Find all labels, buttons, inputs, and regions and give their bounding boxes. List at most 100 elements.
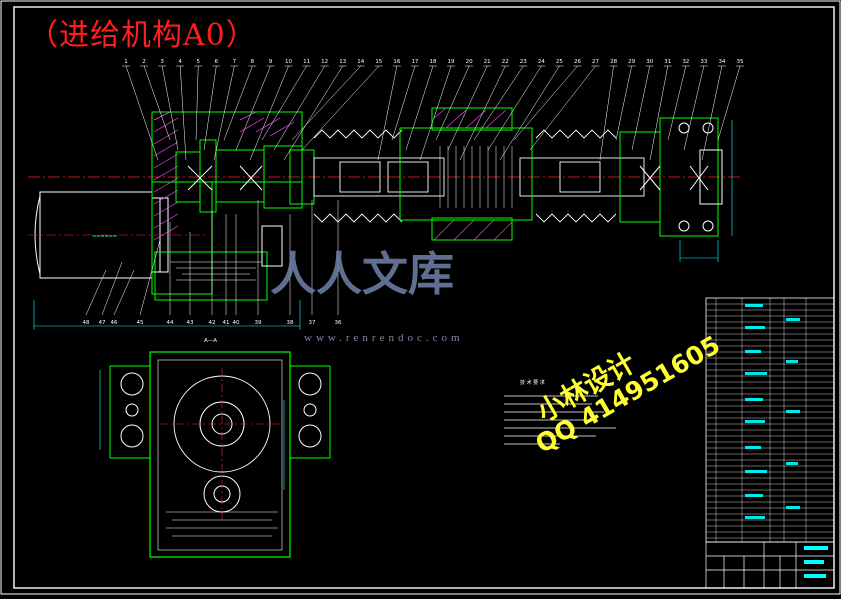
leader-line [435, 65, 470, 141]
leader-line [291, 65, 361, 141]
balloon-number: 33 [700, 59, 707, 65]
leader-line [683, 65, 705, 151]
leader-line [249, 65, 289, 161]
section-view: A—A [99, 338, 331, 558]
leader-line [139, 239, 161, 316]
leader-line [101, 261, 123, 316]
balloon-number: 4 [178, 59, 182, 65]
balloon-number: 19 [448, 59, 455, 65]
bearing-group-left [175, 139, 315, 213]
leader-line [459, 65, 506, 161]
inner-border [13, 6, 835, 589]
leader-line [615, 65, 632, 141]
balloon-number: 35 [737, 59, 744, 65]
balloon-number: 16 [393, 59, 400, 65]
leader-line [223, 65, 253, 141]
balloon-number: 32 [682, 59, 689, 65]
leader-line [203, 65, 217, 151]
dimension-lines [33, 120, 733, 330]
balloon-number: 25 [556, 59, 563, 65]
title-block [705, 541, 835, 589]
leader-line [113, 269, 135, 316]
balloon-number: 41 [223, 320, 230, 326]
leader-line [513, 65, 578, 141]
balloon-number: 20 [466, 59, 473, 65]
balloon-number: 28 [610, 59, 617, 65]
bearing-housing-right [619, 117, 723, 237]
leader-line [419, 65, 452, 161]
balloon-number: 22 [502, 59, 509, 65]
balloon-number: 34 [718, 59, 725, 65]
balloon-number: 27 [592, 59, 599, 65]
balloon-number: 10 [285, 59, 292, 65]
balloon-number: 47 [99, 320, 106, 326]
balloon-number: 11 [303, 59, 310, 65]
balloon-number: 15 [375, 59, 382, 65]
balloon-number: 26 [574, 59, 581, 65]
leader-line [599, 65, 614, 161]
balloon-number: 21 [484, 59, 491, 65]
balloon-number: 23 [520, 59, 527, 65]
balloon-number: 5 [196, 59, 200, 65]
top-leader-lines [122, 65, 744, 161]
technical-notes: 技 术 要 求 [504, 379, 616, 445]
leader-line [261, 65, 307, 141]
ball-screw-shaft [313, 157, 645, 197]
leader-line [213, 65, 235, 161]
balloon-number: 17 [411, 59, 418, 65]
bottom-leader-lines [85, 200, 339, 316]
balloon-number: 31 [664, 59, 671, 65]
leader-line [143, 65, 171, 141]
balloon-number: 14 [357, 59, 364, 65]
balloon-number: 45 [137, 320, 144, 326]
balloon-number: 29 [628, 59, 635, 65]
balloon-number: 40 [233, 320, 240, 326]
balloon-number: 37 [309, 320, 316, 326]
balloon-number: 39 [255, 320, 262, 326]
bellows-left [313, 129, 403, 223]
leader-line [487, 65, 542, 151]
balloon-number: 36 [335, 320, 342, 326]
balloon-number: 2 [142, 59, 146, 65]
leader-line [391, 65, 416, 141]
leader-line [529, 65, 596, 151]
leader-line [195, 65, 199, 141]
balloon-number: 30 [646, 59, 653, 65]
balloon-number: 46 [111, 320, 118, 326]
leader-line [717, 65, 741, 141]
drawing-title: （进给机构A0） [28, 18, 257, 53]
leader-line [499, 65, 560, 161]
ball-nut [399, 107, 533, 241]
leader-line [161, 65, 179, 151]
balloon-number: 8 [251, 59, 255, 65]
leader-line [125, 65, 159, 161]
leader-line [447, 65, 488, 151]
balloon-number: 9 [269, 59, 273, 65]
balloon-number: 24 [538, 59, 545, 65]
leader-line [631, 65, 650, 151]
parts-list-table [705, 297, 835, 543]
motor: ====== [28, 191, 205, 279]
leader-line [473, 65, 524, 141]
balloon-number: 44 [167, 320, 174, 326]
bellows-right [535, 129, 617, 223]
svg-text:技 术 要 求: 技 术 要 求 [520, 379, 545, 386]
leader-line [85, 269, 107, 316]
watermark-site: www.renrendoc.com [304, 332, 464, 344]
balloon-number: 3 [160, 59, 164, 65]
balloon-number: 48 [83, 320, 90, 326]
leader-line [649, 65, 669, 161]
balloon-number: 43 [187, 320, 194, 326]
watermark-logo: 人人文库 [270, 247, 454, 301]
balloon-number: 7 [233, 59, 237, 65]
leader-line [377, 65, 398, 161]
balloon-number: 18 [430, 59, 437, 65]
leader-line [405, 65, 434, 151]
svg-text:======: ====== [92, 234, 117, 240]
balloon-number: 13 [339, 59, 346, 65]
balloon-number: 38 [287, 320, 294, 326]
